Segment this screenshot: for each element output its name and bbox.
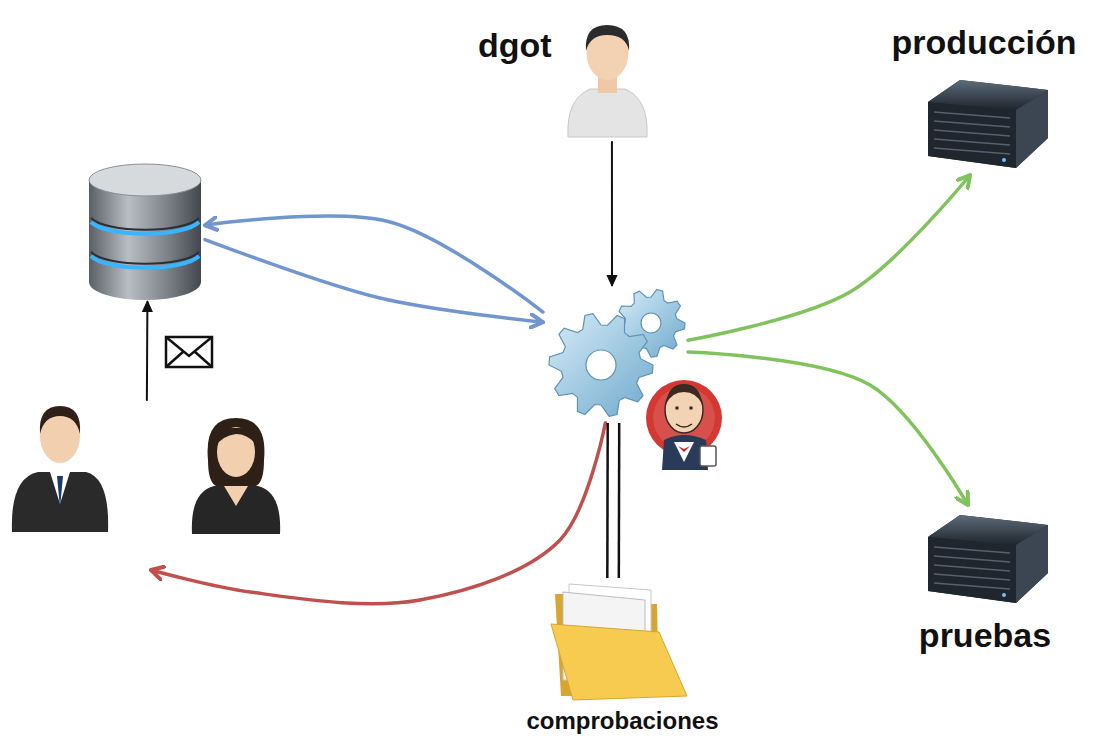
jenkins-logo <box>646 380 722 470</box>
folder-illustration <box>547 580 692 702</box>
arrow-connector <box>146 302 149 400</box>
server-illustration <box>920 76 1050 172</box>
arrow-connector <box>205 240 543 323</box>
double-line-gap <box>609 423 618 578</box>
user-group <box>8 400 283 570</box>
envelope-symbol <box>166 337 212 367</box>
server-box: producción <box>868 18 1100 175</box>
double-connector <box>606 423 620 578</box>
person-illustration <box>560 17 655 139</box>
connector-group <box>688 352 968 505</box>
connector-group <box>151 423 605 604</box>
arrow-connector <box>151 423 605 604</box>
node-label: dgot <box>478 27 552 64</box>
node-label: comprobaciones <box>526 708 718 734</box>
gears-illustration <box>543 285 688 423</box>
gears-icon <box>549 290 685 417</box>
server-icon <box>928 80 1048 168</box>
node-label: producción <box>891 24 1076 61</box>
node-label: pruebas <box>919 617 1051 654</box>
connector-group <box>688 175 970 340</box>
connector-group <box>146 302 148 400</box>
db-icon <box>89 164 201 300</box>
person-icon <box>568 25 647 137</box>
connector-group <box>205 240 543 323</box>
connector-group <box>611 142 612 285</box>
folder-box: comprobaciones <box>495 578 750 740</box>
people-icon <box>12 406 280 534</box>
connector-group <box>613 423 614 578</box>
db-illustration <box>85 160 205 302</box>
server-box: pruebas <box>900 505 1070 665</box>
server-illustration <box>920 511 1050 605</box>
arrow-connector <box>611 142 613 285</box>
people-illustration <box>8 400 283 535</box>
arrow-connector <box>688 352 968 505</box>
jenkins-hub <box>543 285 688 423</box>
arrow-connector <box>688 175 970 340</box>
server-icon <box>928 515 1048 603</box>
folder-icon <box>551 584 687 700</box>
database-cylinder <box>85 160 205 302</box>
user-actor: dgot <box>470 15 660 142</box>
